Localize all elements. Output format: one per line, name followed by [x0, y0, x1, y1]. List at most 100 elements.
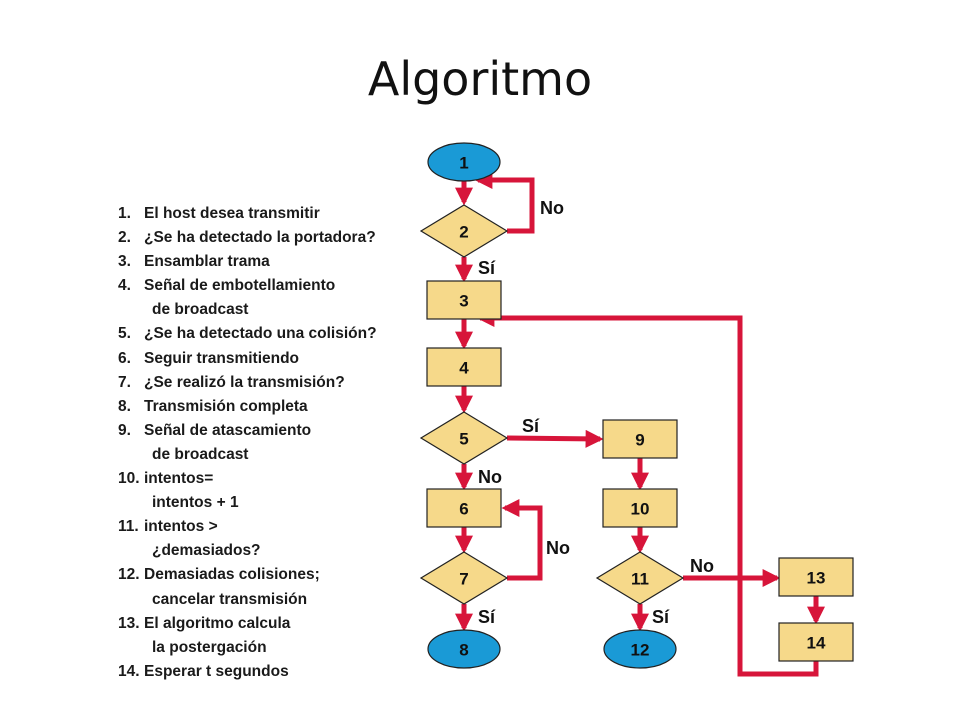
process-box	[426, 488, 502, 528]
terminal-oval	[427, 629, 501, 669]
flow-node-10: 10	[602, 488, 678, 528]
step-text: El host desea transmitir	[144, 205, 320, 222]
step-text: Transmisión completa	[144, 397, 308, 415]
edge-5-9	[506, 429, 604, 448]
step-item: 9. Señal de atascamiento	[118, 419, 418, 443]
flow-node-13: 13	[778, 557, 854, 597]
flow-node-11: 11	[595, 551, 685, 605]
step-item: 13.El algoritmo calcula	[118, 612, 418, 636]
flow-node-label: 11	[631, 570, 649, 589]
decision-diamond	[419, 411, 509, 465]
edge-label-5-yes: Sí	[522, 416, 540, 436]
step-number: 9.	[118, 421, 131, 439]
step-text: ¿Se ha detectado la portadora?	[144, 229, 376, 247]
step-text: Señal de embotellamiento	[144, 277, 336, 295]
flow-node-5: 5	[419, 411, 509, 465]
step-number: 13.	[118, 614, 140, 632]
flow-node-label: 8	[459, 641, 468, 660]
decision-diamond	[595, 551, 685, 605]
step-number: 8.	[118, 397, 131, 415]
edge-label-7-no: No	[546, 538, 570, 558]
step-text: ¿demasiados?	[152, 542, 261, 560]
process-box	[778, 557, 854, 597]
flow-node-2: 2	[419, 204, 509, 258]
edge-label-11-no: No	[690, 556, 714, 576]
flow-node-6: 6	[426, 488, 502, 528]
flow-node-8: 8	[427, 629, 501, 669]
edge-label-11-yes: Sí	[652, 607, 670, 627]
flow-node-label: 3	[459, 292, 468, 311]
edge-label-5-no: No	[478, 467, 502, 487]
decision-diamond	[419, 551, 509, 605]
flow-node-12: 12	[603, 629, 677, 669]
step-item: 3. Ensamblar trama	[118, 250, 418, 274]
step-number: 12.	[118, 566, 140, 584]
step-text: Demasiadas colisiones;	[144, 566, 320, 584]
step-text: la postergación	[152, 638, 267, 656]
step-item: 14.Esperar t segundos	[118, 660, 418, 684]
step-item: 4. Señal de embotellamiento	[118, 274, 418, 298]
flow-node-14: 14	[778, 622, 854, 662]
edge-label-7-yes: Sí	[478, 607, 496, 627]
flow-node-1: 1	[427, 142, 501, 182]
step-text: ¿Se ha detectado una colisión?	[144, 325, 377, 343]
flow-node-label: 12	[631, 641, 650, 660]
step-item: 12.Demasiadas colisiones;	[118, 563, 418, 587]
step-item-continuation: cancelar transmisión	[118, 588, 418, 612]
flow-node-4: 4	[426, 347, 502, 387]
step-number: 4.	[118, 277, 131, 295]
step-number: 14.	[118, 662, 140, 680]
step-item: 2. ¿Se ha detectado la portadora?	[118, 226, 418, 250]
step-number: 11.	[118, 518, 139, 536]
flow-node-label: 7	[459, 570, 468, 589]
step-text: de broadcast	[152, 301, 249, 319]
step-text: ¿Se realizó la transmisión?	[144, 373, 345, 391]
step-text: intentos + 1	[152, 494, 239, 512]
edge-2-no-loop	[474, 171, 535, 234]
edge-label-2-yes: Sí	[478, 258, 496, 278]
step-item: 1. El host desea transmitir	[118, 202, 418, 226]
step-number: 5.	[118, 325, 131, 343]
step-item-continuation: de broadcast	[118, 443, 418, 467]
terminal-oval	[427, 142, 501, 182]
step-item-continuation: intentos + 1	[118, 491, 418, 515]
step-text: Señal de atascamiento	[144, 421, 312, 439]
step-text: Ensamblar trama	[144, 253, 270, 271]
flow-node-label: 14	[807, 634, 826, 653]
step-number: 6.	[118, 349, 131, 367]
step-item: 8. Transmisión completa	[118, 395, 418, 419]
terminal-oval	[603, 629, 677, 669]
step-number: 2.	[118, 229, 131, 247]
flowchart-edges	[455, 171, 825, 677]
flow-node-label: 6	[459, 500, 468, 519]
step-item-continuation: ¿demasiados?	[118, 539, 418, 563]
process-box	[426, 347, 502, 387]
step-number: 1.	[118, 205, 131, 222]
step-text: El algoritmo calcula	[144, 614, 291, 632]
edge-14-3	[476, 309, 819, 677]
step-item-continuation: la postergación	[118, 636, 418, 660]
step-item: 7. ¿Se realizó la transmisión?	[118, 371, 418, 395]
flow-node-label: 5	[459, 430, 468, 449]
step-number: 3.	[118, 253, 131, 271]
step-text: Esperar t segundos	[144, 662, 289, 680]
step-item: 5. ¿Se ha detectado una colisión?	[118, 322, 418, 346]
flow-node-label: 9	[635, 431, 644, 450]
flow-node-label: 10	[631, 500, 650, 519]
step-list: 1. El host desea transmitir 2. ¿Se ha detec…	[118, 202, 418, 684]
step-number: 7.	[118, 373, 131, 391]
step-text: intentos=	[144, 470, 214, 488]
process-box	[426, 280, 502, 320]
step-item: 10.intentos=	[118, 467, 418, 491]
edge-7-no-loop	[501, 499, 543, 581]
process-box	[602, 488, 678, 528]
flow-node-7: 7	[419, 551, 509, 605]
step-text: de broadcast	[152, 445, 249, 463]
step-text: intentos >	[144, 518, 218, 536]
step-item-continuation: de broadcast	[118, 298, 418, 322]
flow-node-3: 3	[426, 280, 502, 320]
flow-node-label: 1	[459, 154, 468, 173]
